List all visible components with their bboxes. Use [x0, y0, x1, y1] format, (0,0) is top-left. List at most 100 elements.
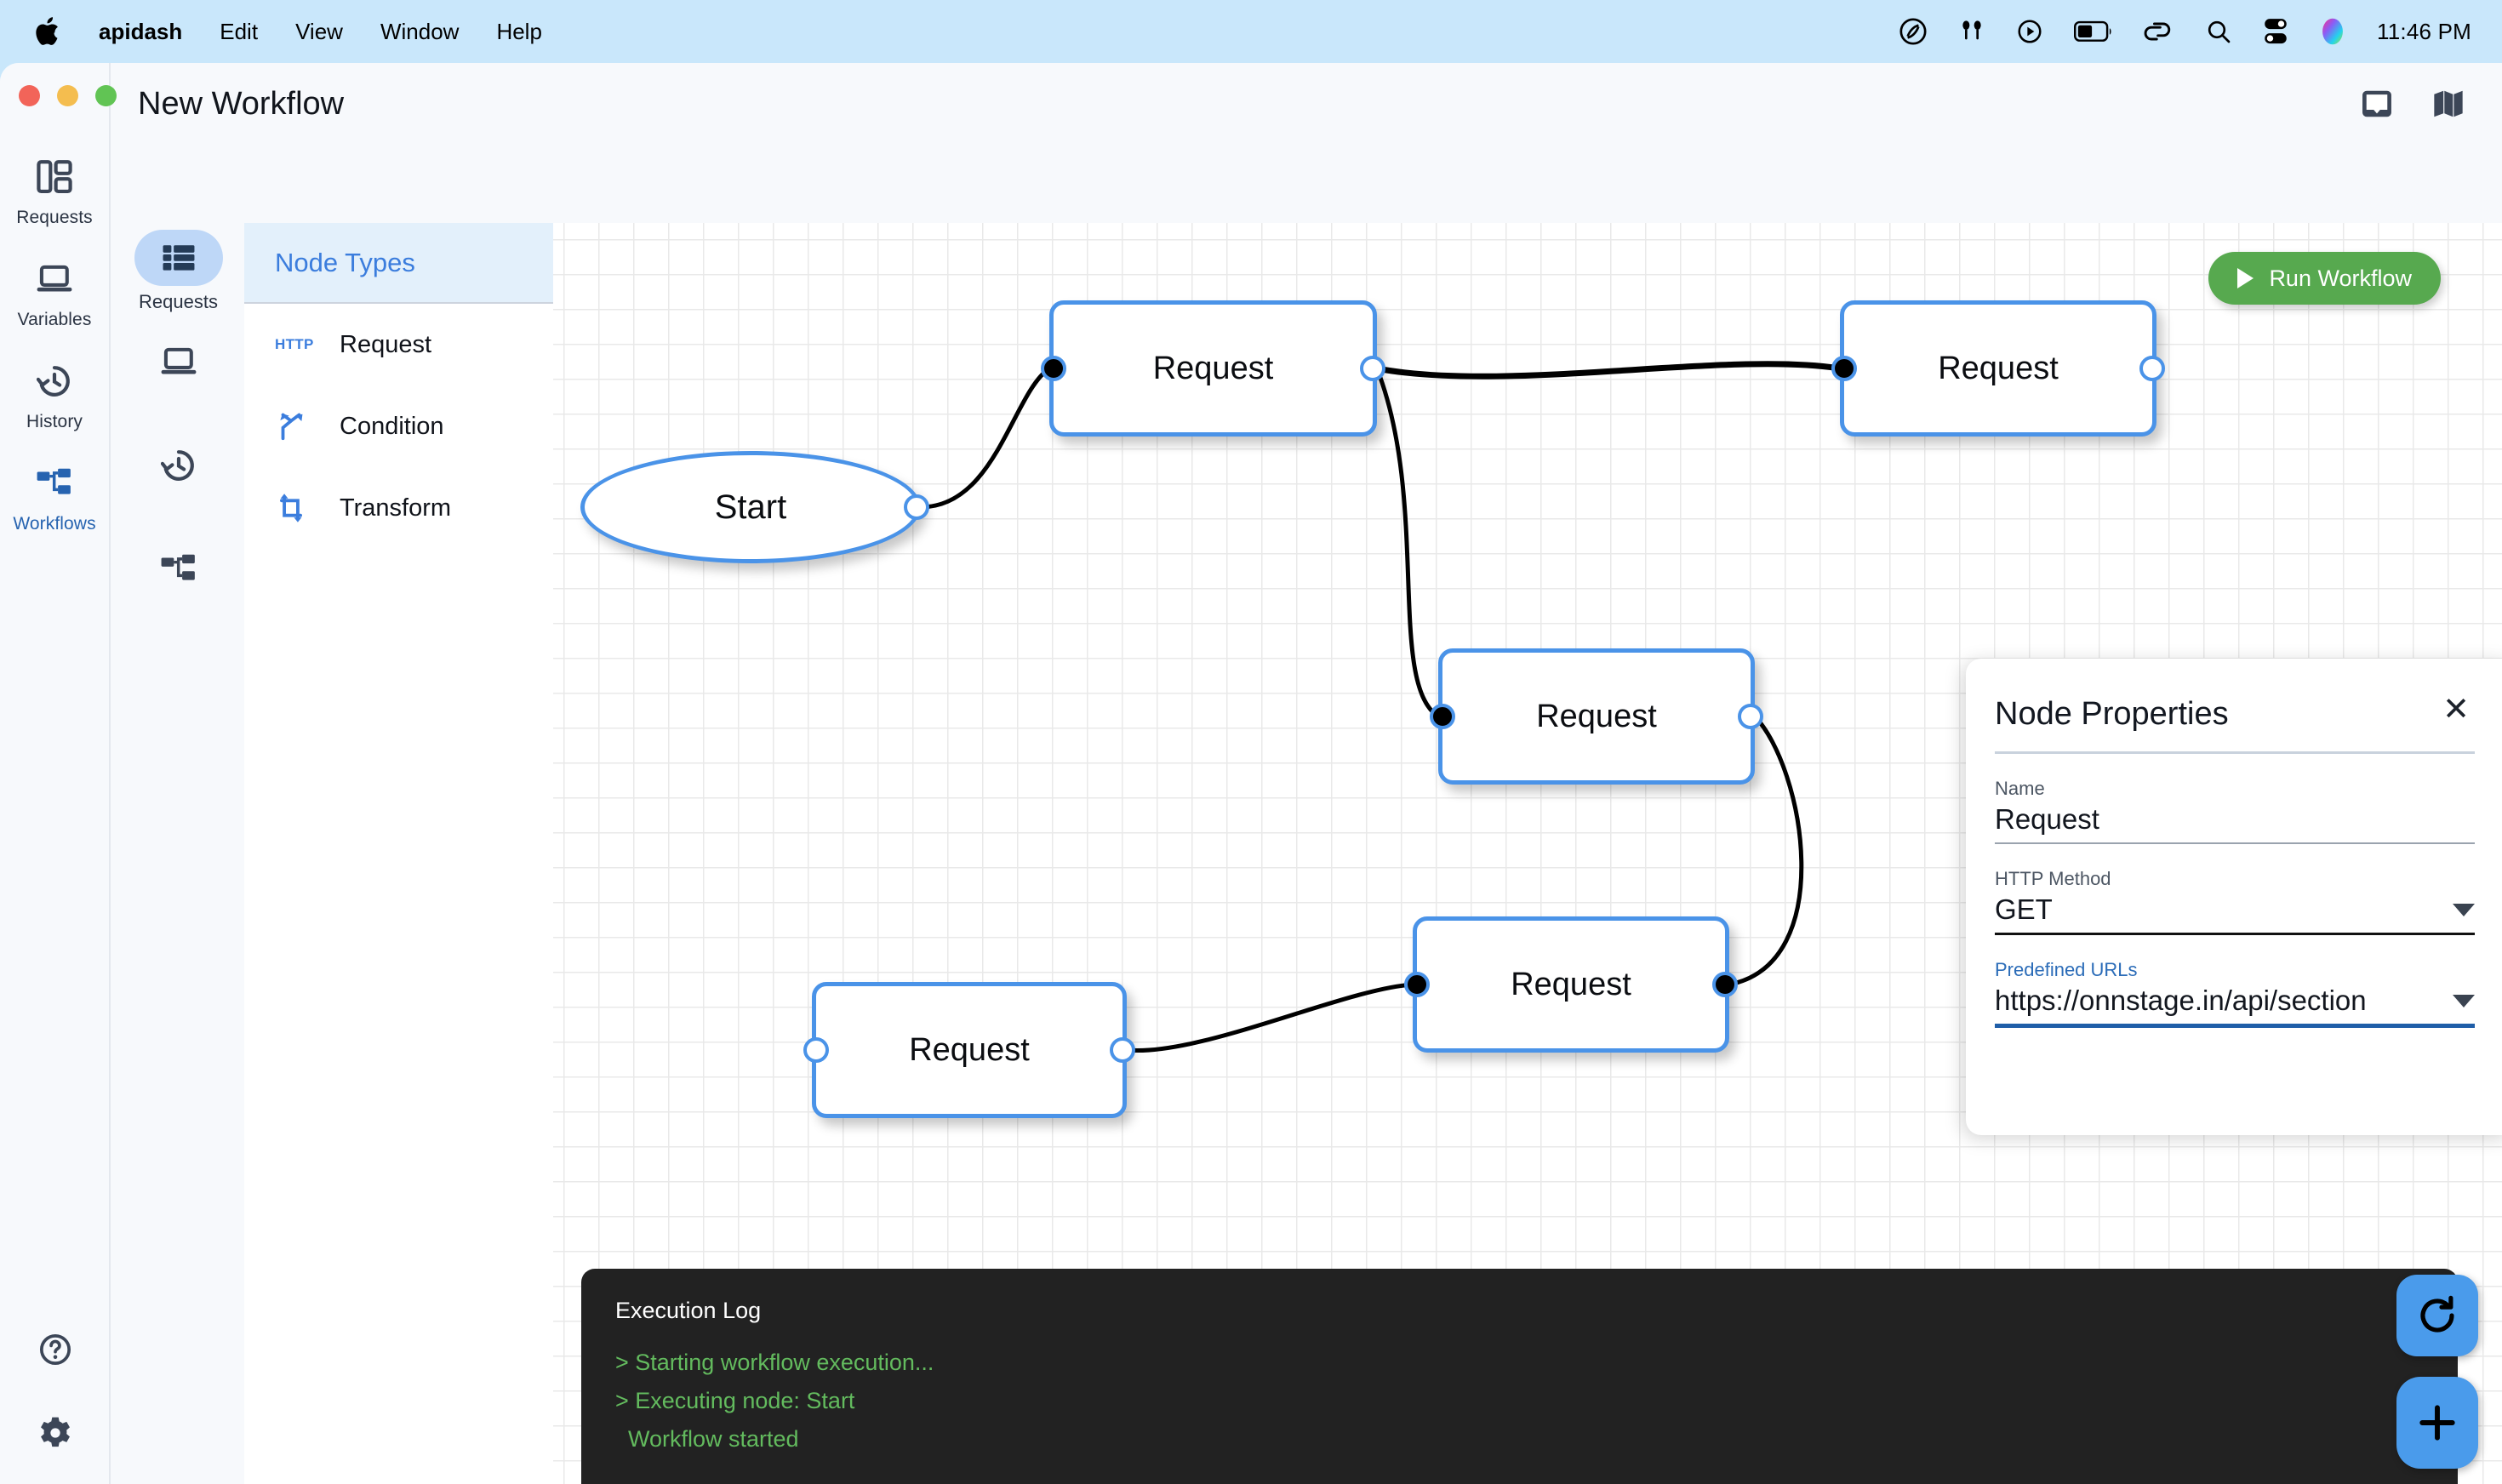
node-type-label-request: Request [340, 330, 432, 358]
nav-item-requests[interactable]: Requests [0, 155, 110, 228]
workflow-node-request-4[interactable]: Request [803, 982, 1135, 1118]
run-workflow-button[interactable]: Run Workflow [2208, 252, 2441, 305]
predefined-urls-value: https://onnstage.in/api/section [1995, 985, 2367, 1016]
execution-log-line: Workflow started [615, 1426, 799, 1452]
battery-icon[interactable] [2074, 14, 2113, 49]
app-window: New Workflow Requests Variables History [0, 63, 2502, 1484]
node-port-out[interactable] [2139, 356, 2165, 381]
field-label-http-method: HTTP Method [1995, 868, 2111, 889]
siri-icon[interactable] [2319, 14, 2346, 49]
gear-icon[interactable] [37, 1415, 73, 1455]
node-type-request[interactable]: HTTP Request [244, 304, 553, 385]
node-properties-header: Node Properties ✕ [1995, 692, 2475, 754]
close-button[interactable] [19, 85, 40, 106]
workflow-node-request-1[interactable]: Request [1041, 300, 1385, 437]
http-badge-label: HTTP [275, 336, 314, 352]
node-port-in[interactable] [1041, 356, 1066, 381]
maximize-button[interactable] [95, 85, 117, 106]
workflow-node-start[interactable]: Start [580, 451, 929, 563]
execution-log-line: > Starting workflow execution... [615, 1350, 934, 1375]
nav-label-variables: Variables [17, 310, 92, 329]
field-label-predefined-urls: Predefined URLs [1995, 959, 2138, 980]
page-title: New Workflow [138, 85, 345, 122]
link-chain-icon[interactable] [2144, 14, 2174, 49]
creative-cloud-icon[interactable] [1899, 14, 1928, 49]
node-port-out[interactable] [904, 494, 929, 520]
node-port-in[interactable] [1430, 704, 1455, 729]
sub-item-workflows[interactable] [134, 541, 223, 597]
node-types-header: Node Types [244, 223, 553, 304]
execution-log-panel: Execution Log > Starting workflow execut… [581, 1269, 2458, 1484]
workflow-node-request-2[interactable]: Request [1831, 300, 2165, 437]
node-port-in[interactable] [1831, 356, 1857, 381]
node-port-in[interactable] [1404, 972, 1430, 997]
field-name: Name Request [1995, 778, 2475, 844]
nav-item-history[interactable]: History [0, 359, 110, 432]
dashboard-icon [37, 155, 72, 199]
menu-item-view[interactable]: View [295, 18, 343, 44]
nav-bottom-group [0, 1333, 111, 1455]
nav-item-workflows[interactable]: Workflows [0, 461, 110, 534]
node-port-in[interactable] [803, 1037, 829, 1063]
node-port-out[interactable] [1360, 356, 1385, 381]
sub-item-list-view[interactable] [134, 230, 223, 286]
field-predefined-urls: Predefined URLs https://onnstage.in/api/… [1995, 959, 2475, 1028]
workflow-node-request-5[interactable]: Request [1404, 916, 1738, 1053]
node-type-transform[interactable]: Transform [244, 467, 553, 549]
http-method-value: GET [1995, 893, 2053, 925]
play-circle-icon[interactable] [2016, 14, 2043, 49]
node-port-out[interactable] [1712, 972, 1738, 997]
menubar-clock: 11:46 PM [2377, 18, 2471, 44]
nav-item-variables[interactable]: Variables [0, 257, 110, 330]
node-label-start: Start [714, 488, 787, 526]
menu-item-window[interactable]: Window [380, 18, 460, 44]
workflow-tree-icon [160, 552, 197, 586]
nav-label-history: History [26, 412, 83, 431]
node-type-condition[interactable]: Condition [244, 385, 553, 467]
node-port-out[interactable] [1110, 1037, 1135, 1063]
transform-crop-icon [275, 492, 321, 524]
http-badge-icon: HTTP [275, 336, 321, 353]
run-workflow-label: Run Workflow [2269, 265, 2412, 291]
node-label-request: Request [1938, 350, 2059, 386]
map-view-icon[interactable] [2432, 88, 2465, 120]
name-field[interactable]: Request [1995, 803, 2475, 844]
http-method-select[interactable]: GET [1995, 893, 2475, 935]
minimize-button[interactable] [57, 85, 78, 106]
sub-item-history[interactable] [134, 437, 223, 494]
refresh-icon [2420, 1295, 2454, 1333]
field-http-method: HTTP Method GET [1995, 868, 2475, 935]
node-type-label-transform: Transform [340, 494, 452, 522]
node-label-request: Request [1536, 698, 1657, 734]
menu-item-help[interactable]: Help [496, 18, 542, 44]
apple-logo-icon[interactable] [34, 14, 63, 49]
search-icon[interactable] [2205, 14, 2232, 49]
workflow-node-request-3[interactable]: Request [1430, 648, 1763, 785]
app-header: New Workflow [112, 63, 2502, 145]
add-node-button[interactable] [2396, 1377, 2478, 1469]
field-label-name: Name [1995, 778, 2045, 799]
predefined-urls-select[interactable]: https://onnstage.in/api/section [1995, 985, 2475, 1028]
help-circle-icon[interactable] [38, 1333, 72, 1371]
airpods-icon[interactable] [1958, 14, 1985, 49]
node-port-out[interactable] [1738, 704, 1763, 729]
sub-item-variables[interactable] [134, 334, 223, 390]
node-properties-panel: Node Properties ✕ Name Request HTTP Meth… [1966, 659, 2502, 1135]
history-clock-icon [37, 359, 72, 403]
history-clock-icon [160, 448, 197, 483]
chevron-down-icon [2453, 903, 2475, 916]
node-label-request: Request [1511, 966, 1631, 1002]
execution-log-line: > Executing node: Start [615, 1388, 855, 1413]
chevron-down-icon [2453, 994, 2475, 1007]
node-label-request: Request [1152, 350, 1274, 386]
node-label-request: Request [909, 1031, 1030, 1068]
refresh-canvas-button[interactable] [2396, 1275, 2478, 1356]
laptop-icon [36, 257, 73, 301]
console-panel-icon[interactable] [2361, 88, 2393, 120]
control-center-icon[interactable] [2263, 14, 2288, 49]
plus-icon [2419, 1405, 2455, 1441]
menu-item-edit[interactable]: Edit [220, 18, 259, 44]
close-icon[interactable]: ✕ [2442, 692, 2470, 728]
menu-item-apidash[interactable]: apidash [99, 18, 183, 44]
list-view-icon [162, 243, 196, 273]
